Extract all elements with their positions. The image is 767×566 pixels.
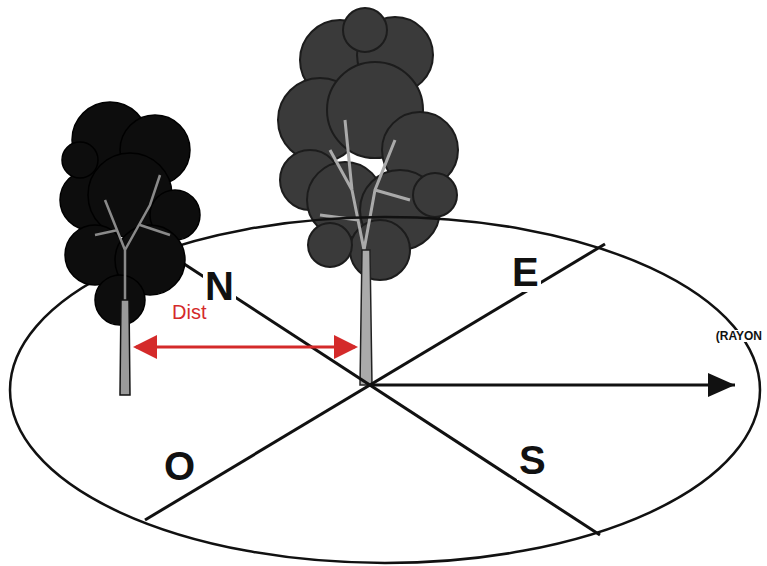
sector-line [145, 244, 605, 520]
direction-label: S [517, 440, 548, 480]
direction-label: E [510, 252, 541, 292]
radius-arrow [370, 384, 735, 387]
sector-line [175, 258, 600, 535]
center-tree [278, 8, 458, 385]
neighbour-tree [60, 102, 200, 395]
plot-ellipse [10, 217, 760, 563]
direction-label: N [203, 266, 236, 306]
radius-label: (RAYON [715, 330, 763, 342]
distance-arrow [136, 346, 355, 349]
direction-label: O [162, 446, 197, 486]
distance-label: Dist [172, 302, 206, 322]
